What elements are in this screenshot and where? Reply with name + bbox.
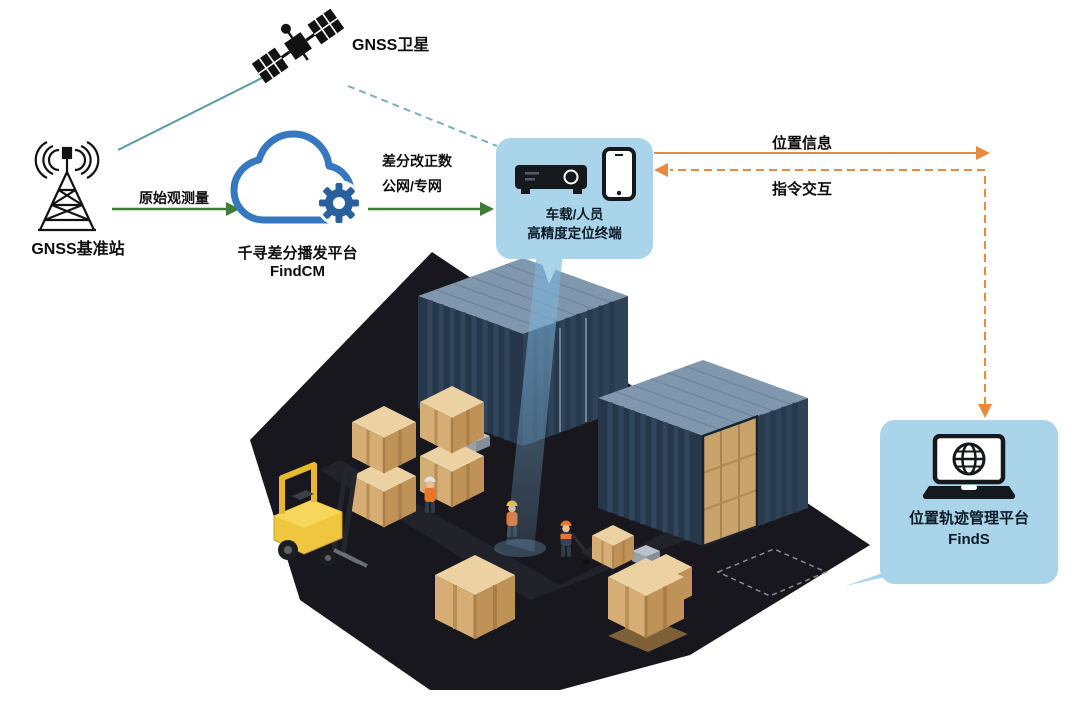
gnss-satellite-icon bbox=[251, 8, 345, 84]
arrowhead bbox=[978, 404, 992, 418]
pallet-with-crates bbox=[606, 552, 694, 652]
raw-observation-label: 原始观测量 bbox=[139, 190, 209, 206]
worker-3 bbox=[560, 520, 572, 557]
gnss-base-station-icon bbox=[34, 141, 100, 232]
beam-glow bbox=[494, 539, 546, 557]
diff-correction-label: 差分改正数 bbox=[382, 153, 452, 169]
receiver-icon bbox=[514, 165, 587, 194]
satellite-label: GNSS卫星 bbox=[352, 37, 430, 54]
management-platform-node: 位置轨迹管理平台 FindS bbox=[880, 420, 1058, 584]
phone-icon bbox=[601, 147, 636, 201]
network-label: 公网/专网 bbox=[382, 178, 442, 194]
terminal-label-line1: 车载/人员 bbox=[545, 207, 604, 222]
terminal-label-line2: 高精度定位终端 bbox=[527, 226, 622, 241]
warehouse-platform bbox=[250, 252, 870, 690]
gear-icon bbox=[316, 180, 362, 226]
worker-1 bbox=[424, 476, 436, 513]
arrowhead bbox=[976, 146, 990, 160]
link-satellite-terminal bbox=[347, 85, 498, 147]
forklift bbox=[273, 462, 368, 568]
cloud-platform-subtitle: FindCM bbox=[270, 263, 325, 280]
management-platform-title: 位置轨迹管理平台 bbox=[908, 510, 1029, 527]
command-interact-label: 指令交互 bbox=[771, 181, 832, 198]
base-station-label: GNSS基准站 bbox=[31, 241, 125, 258]
link-satellite-basestation bbox=[117, 77, 263, 151]
cloud-platform-title: 千寻差分播发平台 bbox=[237, 245, 358, 262]
marked-zone bbox=[716, 548, 828, 597]
terminal-node: 车载/人员 高精度定位终端 bbox=[496, 138, 653, 259]
positioning-beam bbox=[506, 252, 563, 552]
cloud-platform-icon bbox=[230, 130, 362, 226]
pallet-jack bbox=[570, 523, 636, 571]
management-platform-subtitle: FindS bbox=[948, 531, 990, 548]
arrowhead bbox=[226, 202, 240, 216]
laptop-globe-icon bbox=[922, 434, 1016, 500]
position-info-label: 位置信息 bbox=[771, 135, 832, 152]
shipping-container-2 bbox=[598, 360, 808, 548]
arrowhead bbox=[654, 163, 668, 177]
open-door-cargo bbox=[701, 414, 759, 548]
arrowhead bbox=[480, 202, 494, 216]
